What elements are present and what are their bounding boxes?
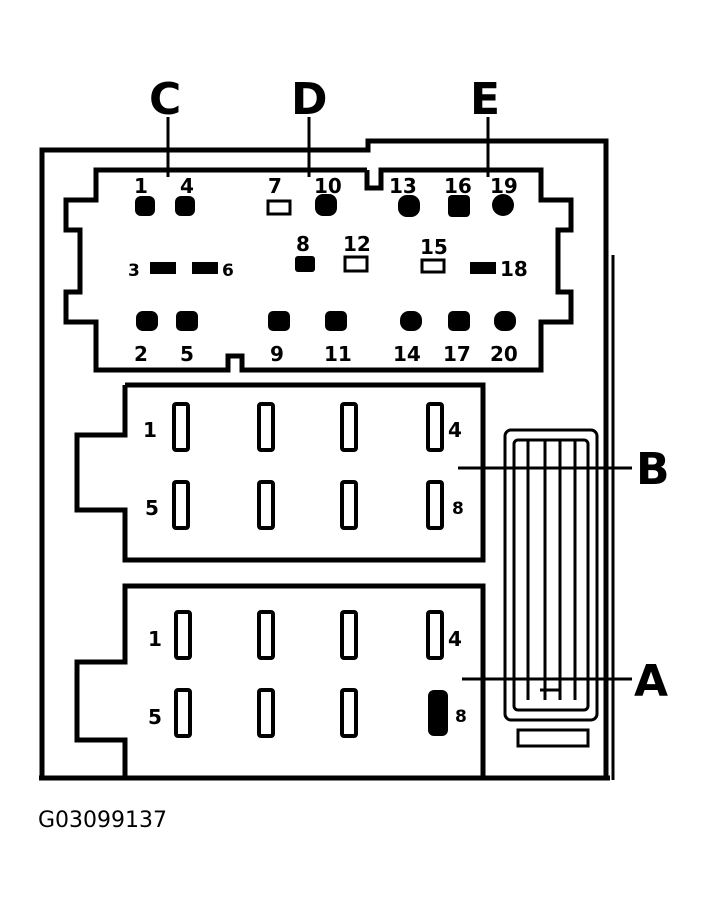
pin-label: 19: [490, 174, 518, 198]
pin-label: 3: [128, 261, 140, 281]
connector-a-terminals: [174, 610, 448, 738]
pin-label: 1: [143, 418, 157, 442]
upper-middle-row-labels: 3 6 8 12 15 18: [128, 232, 528, 281]
callout-b-label: B: [636, 444, 670, 495]
pin-label: 4: [180, 174, 194, 198]
pin-label: 13: [389, 174, 417, 198]
pin-label: 8: [455, 707, 467, 727]
pin-label: 9: [270, 342, 284, 366]
connector-a-body: [74, 583, 486, 778]
locking-lever: [503, 428, 599, 748]
callout-a-label: A: [634, 656, 668, 707]
pin-label: 6: [222, 261, 234, 281]
upper-bottom-row-terminals: [136, 311, 516, 331]
upper-top-row-labels: 1 4 7 10 13 16 19: [134, 174, 518, 198]
pin-label: 8: [452, 499, 464, 519]
pin-label: 11: [324, 342, 352, 366]
pin-label: 7: [268, 174, 282, 198]
pin-label: 10: [314, 174, 342, 198]
pin-label: 1: [134, 174, 148, 198]
pin-label: 2: [134, 342, 148, 366]
pin-label: 17: [443, 342, 471, 366]
upper-connector-body: [63, 167, 574, 373]
callout-d-label: D: [291, 74, 328, 125]
pin-label: 4: [448, 418, 462, 442]
pin-label: 4: [448, 627, 462, 651]
callout-leaders: [166, 117, 632, 681]
pin-label: 5: [145, 496, 159, 520]
pin-label: 15: [420, 235, 448, 259]
connector-b-body: [74, 382, 486, 563]
connector-b-terminals: [172, 402, 444, 530]
upper-top-row-terminals: [135, 194, 514, 217]
pin-label: 8: [296, 232, 310, 256]
pin-label: 1: [148, 627, 162, 651]
callout-c-label: C: [149, 74, 181, 125]
connector-b-labels: 1 4 5 8: [143, 418, 464, 520]
connector-a-labels: 1 4 5 8: [148, 627, 467, 729]
callout-e-label: E: [470, 74, 500, 125]
upper-middle-row-terminals: [150, 255, 496, 274]
pin-label: 16: [444, 174, 472, 198]
figure-id: G03099137: [38, 808, 167, 833]
pin-label: 14: [393, 342, 421, 366]
pin-label: 5: [148, 705, 162, 729]
pin-label: 12: [343, 232, 371, 256]
pin-label: 20: [490, 342, 518, 366]
connector-housing: [39, 138, 615, 781]
pin-label: 5: [180, 342, 194, 366]
upper-bottom-row-labels: 2 5 9 11 14 17 20: [134, 342, 518, 366]
pin-label: 18: [500, 257, 528, 281]
